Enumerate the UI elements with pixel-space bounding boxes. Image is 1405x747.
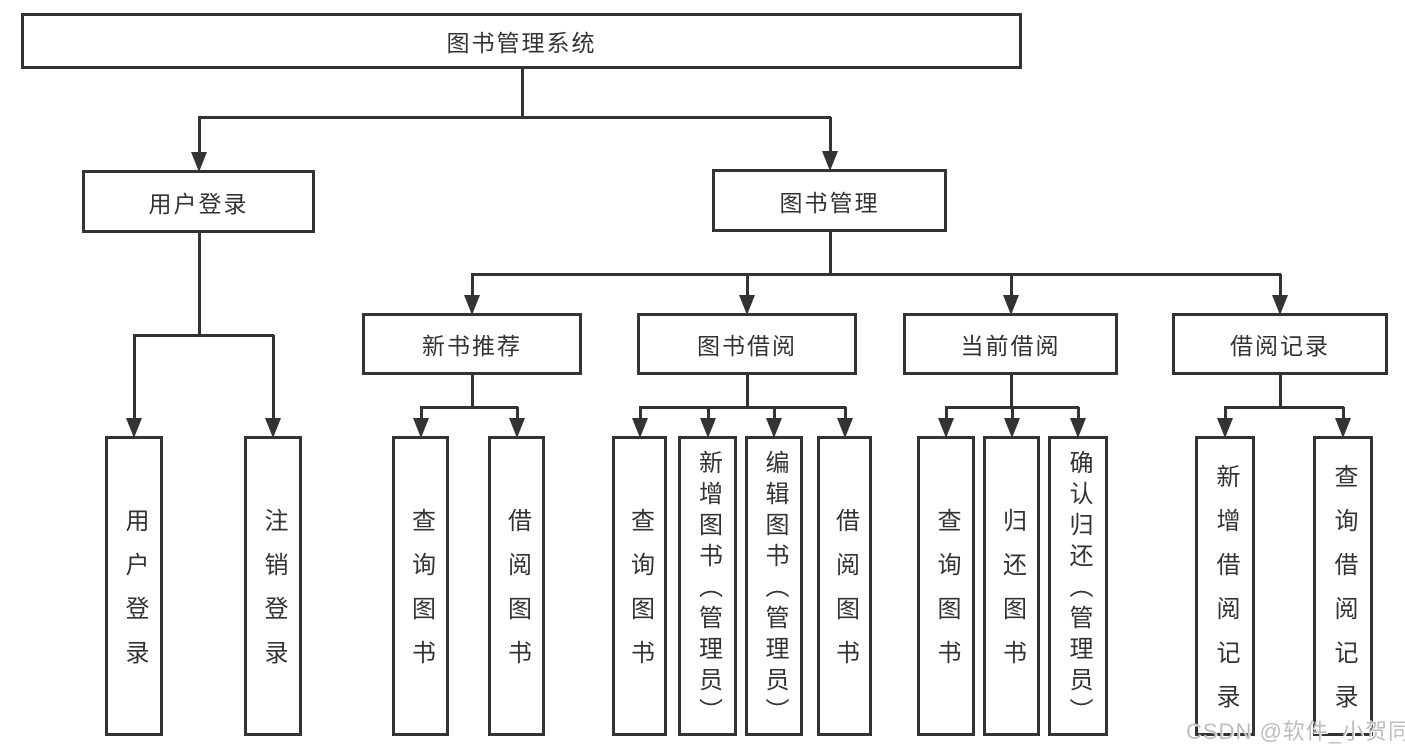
arrow-down-icon [739,295,755,315]
connector-line [829,230,832,274]
arrow-down-icon [1070,418,1086,438]
connector-line [639,406,846,409]
node-leaf-borrow-books-b: 借阅图书 [817,436,872,736]
node-leaf-query-borrow-record: 查询借阅记录 [1313,436,1373,736]
node-new-book-recommend: 新书推荐 [362,313,582,375]
arrow-down-icon [632,418,648,438]
node-book-borrowing: 图书借阅 [637,313,857,375]
connector-line [1011,407,1014,422]
arrow-down-icon [1217,418,1233,438]
node-leaf-logout: 注销登录 [244,436,302,736]
connector-line [746,373,749,407]
arrow-down-icon [766,418,782,438]
connector-line [198,117,201,156]
arrow-down-icon [1004,418,1020,438]
arrow-down-icon [126,418,142,438]
connector-line [746,274,749,299]
connector-line [1224,407,1227,422]
node-leaf-query-books-c: 查询图书 [917,436,975,736]
connector-line [639,407,642,422]
node-leaf-return-books: 归还图书 [983,436,1040,736]
arrow-down-icon [1003,295,1019,315]
node-current-borrowing: 当前借阅 [903,313,1118,375]
arrow-down-icon [1272,295,1288,315]
connector-line [1077,407,1080,422]
connector-line [844,407,847,422]
connector-line [1010,274,1013,299]
connector-line [471,273,1281,276]
connector-line [198,231,201,335]
connector-line [1279,373,1282,407]
connector-line [198,116,831,119]
arrow-down-icon [464,295,480,315]
connector-line [471,373,474,407]
connector-line [773,407,776,422]
arrow-down-icon [191,152,207,172]
watermark: CSDN @软件_小贺同学 [1186,719,1405,744]
connector-line [133,335,136,422]
node-leaf-query-books-a: 查询图书 [392,436,449,736]
node-leaf-add-borrow-record: 新增借阅记录 [1195,436,1255,736]
node-leaf-borrow-books-a: 借阅图书 [488,436,545,736]
node-leaf-edit-books-admin: 编辑图书（管理员） [745,436,803,736]
arrow-down-icon [265,418,281,438]
arrow-down-icon [837,418,853,438]
node-leaf-query-books-b: 查询图书 [612,436,667,736]
connector-line [1342,407,1345,422]
arrow-down-icon [1335,418,1351,438]
connector-line [471,274,474,299]
node-borrowing-records: 借阅记录 [1172,313,1388,375]
connector-line [516,407,519,422]
node-library-system: 图书管理系统 [21,13,1022,69]
connector-line [420,407,423,422]
arrow-down-icon [413,418,429,438]
arrow-down-icon [509,418,525,438]
connector-line [829,117,832,155]
connector-line [707,407,710,422]
arrow-down-icon [822,151,838,171]
connector-line [272,335,275,422]
node-book-management: 图书管理 [712,169,947,232]
connector-line [945,407,948,422]
connector-line [521,67,524,117]
node-user-login: 用户登录 [82,170,315,233]
connector-line [1279,274,1282,299]
connector-line [133,334,274,337]
node-leaf-add-books-admin: 新增图书（管理员） [678,436,737,736]
connector-line [1010,373,1013,407]
connector-line [420,406,518,409]
node-leaf-user-login: 用户登录 [105,436,163,736]
connector-line [1224,406,1344,409]
arrow-down-icon [938,418,954,438]
node-leaf-confirm-return-admin: 确认归还（管理员） [1048,436,1108,736]
arrow-down-icon [700,418,716,438]
